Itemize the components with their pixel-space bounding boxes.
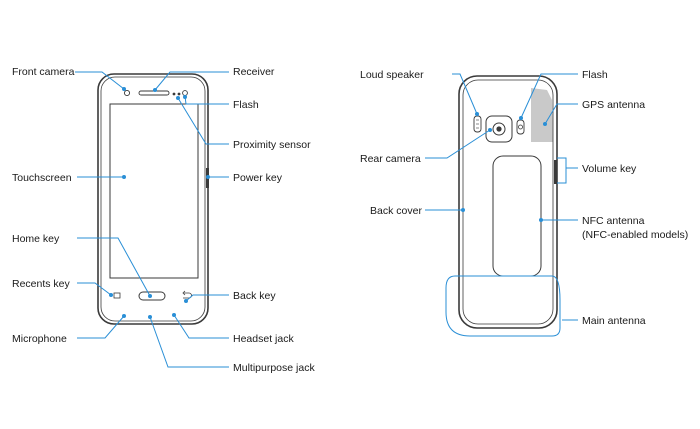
label-volume-key: Volume key (582, 163, 637, 175)
label-receiver: Receiver (233, 66, 275, 78)
label-front-camera: Front camera (12, 66, 75, 78)
gps-antenna-region (531, 88, 553, 142)
label-multipurpose-jack: Multipurpose jack (233, 362, 315, 374)
label-loud-speaker: Loud speaker (360, 69, 424, 81)
label-gps-antenna: GPS antenna (582, 99, 645, 111)
rear-flash (516, 119, 525, 135)
label-power-key: Power key (233, 172, 283, 184)
label-rear-camera: Rear camera (360, 153, 421, 165)
back-leader-lines (425, 73, 578, 337)
rear-camera-housing (485, 115, 513, 143)
back-labels: Loud speaker Flash GPS antenna Rear came… (360, 69, 688, 327)
home-key-button (138, 291, 166, 301)
front-labels: Front camera Receiver Flash Proximity se… (12, 66, 315, 374)
volume-key-button (554, 160, 557, 184)
proximity-sensor-dot (177, 92, 181, 96)
label-nfc-note: (NFC-enabled models) (582, 229, 688, 241)
main-antenna-outline (445, 275, 561, 337)
loud-speaker-grille (473, 115, 482, 133)
label-rear-flash: Flash (582, 69, 608, 81)
back-phone (458, 75, 558, 329)
label-proximity-sensor: Proximity sensor (233, 139, 311, 151)
label-touchscreen: Touchscreen (12, 172, 72, 184)
label-recents-key: Recents key (12, 278, 71, 290)
front-leader-lines (75, 71, 229, 368)
label-front-flash: Flash (233, 99, 259, 111)
recents-key-icon (113, 292, 121, 299)
label-home-key: Home key (12, 233, 60, 245)
label-microphone: Microphone (12, 333, 67, 345)
rear-camera-lens (492, 122, 506, 136)
label-nfc-antenna: NFC antenna (582, 215, 645, 227)
label-back-key: Back key (233, 290, 276, 302)
proximity-sensor-dot (172, 92, 176, 96)
front-flash-lens (182, 90, 188, 96)
label-back-cover: Back cover (370, 205, 422, 217)
nfc-antenna-area (492, 155, 542, 277)
label-headset-jack: Headset jack (233, 333, 294, 345)
label-main-antenna: Main antenna (582, 315, 646, 327)
front-phone (97, 73, 209, 325)
front-camera-lens (123, 89, 131, 97)
